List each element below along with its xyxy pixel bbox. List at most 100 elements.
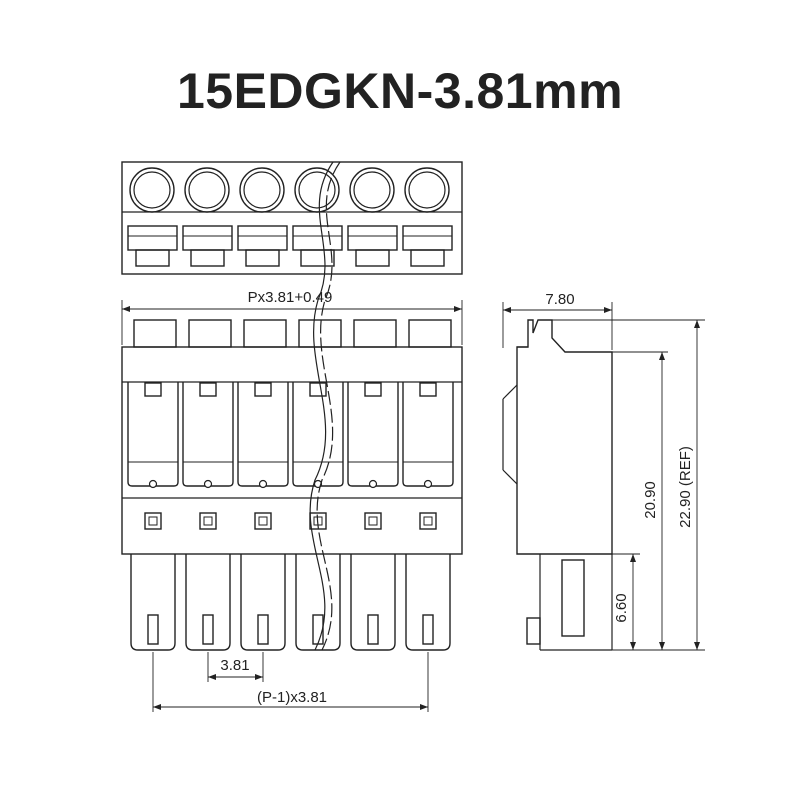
top-view-outline [121,161,463,275]
front-top-cap [353,319,397,348]
top-release-tab [245,249,280,267]
front-contact-dot [368,479,378,489]
front-top-cap [408,319,452,348]
depth-dimension-label: 7.80 [545,291,574,308]
total-height-dimension-label: 22.90 (REF) [677,446,694,528]
top-release-slot [237,225,288,251]
front-test-port-inner [148,516,158,526]
side-latch-bottom [502,469,518,485]
break-line-a [309,161,334,651]
arrow-height-top [659,352,665,360]
front-top-cap [298,319,342,348]
front-pin [202,614,214,645]
arrow-total-bottom [694,642,700,650]
front-view [121,161,463,651]
arrow-total-top [694,320,700,328]
width-dimension-label: Px3.81+0.49 [248,289,333,306]
front-terminal-chamber [402,382,454,487]
top-release-tab [355,249,390,267]
arrow-width-right [454,306,462,312]
front-pin-housing [240,554,286,651]
front-pin [147,614,159,645]
front-contact-dot [203,479,213,489]
wire-hole-outer [404,167,450,213]
wire-hole-outer [294,167,340,213]
side-pin-tab [526,617,541,645]
dimension-lines [121,300,705,712]
front-pin-housing [130,554,176,651]
front-terminal-chamber [127,382,179,487]
front-test-port [199,512,217,530]
front-pin [257,614,269,645]
front-pin-housing [405,554,451,651]
wire-hole-inner [298,171,336,209]
front-pin [312,614,324,645]
top-release-tab [300,249,335,267]
front-window [199,382,217,397]
top-view [121,161,463,275]
top-release-slot [292,225,343,251]
front-top-cap [243,319,287,348]
side-latch-top [502,384,518,400]
top-release-tab [135,249,170,267]
arrow-pitch-left [208,674,216,680]
front-window [144,382,162,397]
top-release-slot [402,225,453,251]
wire-hole-outer [239,167,285,213]
front-top-cap [133,319,177,348]
front-window [419,382,437,397]
front-terminal-chamber [182,382,234,487]
pin-length-dimension-label: 6.60 [613,593,630,622]
front-contact-dot [148,479,158,489]
front-test-port [364,512,382,530]
arrow-height-bottom [659,642,665,650]
top-release-tab [190,249,225,267]
wire-hole-inner [353,171,391,209]
break-line-b [316,161,341,651]
front-test-port-inner [203,516,213,526]
front-window [364,382,382,397]
wire-hole-inner [188,171,226,209]
arrow-pin-bottom [630,642,636,650]
front-test-port [254,512,272,530]
front-pin-housing [295,554,341,651]
front-top-cap [188,319,232,348]
top-release-slot [182,225,233,251]
front-terminal-chamber [292,382,344,487]
arrow-span-right [420,704,428,710]
front-pin [367,614,379,645]
side-pin-slot [561,559,585,637]
front-window [309,382,327,397]
arrow-width-left [122,306,130,312]
front-window [254,382,272,397]
arrow-pin-top [630,554,636,562]
span-dimension-label: (P-1)x3.81 [257,689,327,706]
front-test-port-inner [368,516,378,526]
front-terminal-chamber [237,382,289,487]
arrow-depth-left [503,307,511,313]
product-title: 15EDGKN-3.81mm [176,63,624,119]
wire-hole-outer [129,167,175,213]
wire-hole-inner [133,171,171,209]
front-body-outline [121,346,463,555]
front-pin-housing [350,554,396,651]
arrow-span-left [153,704,161,710]
front-pin-housing [185,554,231,651]
arrow-pitch-right [255,674,263,680]
wire-hole-outer [349,167,395,213]
side-body-outline [516,319,613,555]
front-test-port [419,512,437,530]
side-view [502,319,613,651]
front-terminal-chamber [347,382,399,487]
front-pin [422,614,434,645]
wire-hole-inner [243,171,281,209]
front-test-port [144,512,162,530]
top-release-slot [347,225,398,251]
arrow-depth-right [604,307,612,313]
top-release-slot [127,225,178,251]
pitch-dimension-label: 3.81 [220,657,249,674]
wire-hole-outer [184,167,230,213]
height-dimension-label: 20.90 [642,481,659,519]
front-contact-dot [258,479,268,489]
